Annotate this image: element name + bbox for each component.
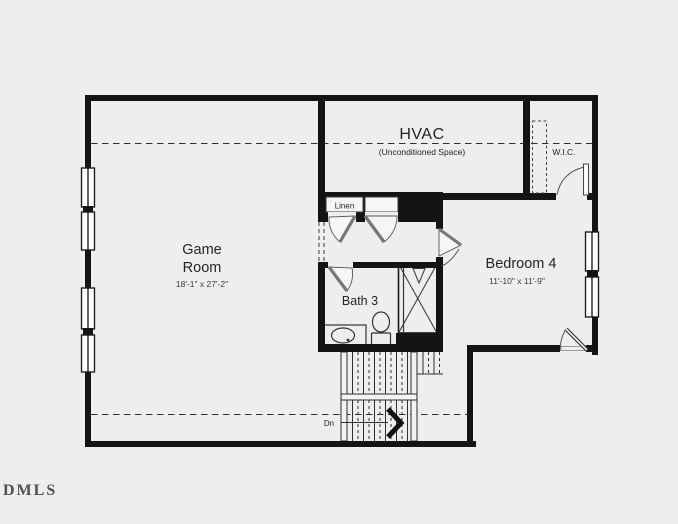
wall-gameroom-east [318, 95, 325, 218]
wic-door [556, 163, 589, 196]
window-left-lower [80, 287, 96, 373]
stair-treads-top-right [417, 352, 443, 375]
game-room-label-line1: Game [182, 242, 222, 258]
bath3-label: Bath 3 [342, 294, 378, 308]
game-room-dimensions: 18'-1" x 27'-2" [176, 279, 228, 289]
wall-bottom [85, 441, 476, 447]
windows [80, 167, 600, 373]
wall-bedroom-west-upper [436, 194, 443, 229]
wall-top [85, 95, 598, 101]
bedroom4-south-door [560, 327, 589, 352]
stair-down-arrow-icon [386, 407, 405, 439]
hvac-note-label: (Unconditioned Space) [379, 147, 466, 157]
sink-faucet-dot [346, 338, 350, 342]
game-room-label-line2: Room [183, 260, 222, 276]
wall-bath-south [318, 344, 443, 352]
wall-wic-west [523, 95, 530, 200]
wic-shelf-dashed [532, 120, 547, 194]
second-closet-door [363, 215, 398, 243]
wall-bedroom-west-lower [436, 257, 443, 352]
doors [327, 163, 589, 352]
window-right-bedroom [584, 231, 600, 318]
wall-wic-south-stub [587, 193, 598, 200]
wall-bedroom-north [436, 193, 556, 200]
window-left-upper [80, 167, 96, 251]
second-closet-box [364, 196, 399, 213]
hvac-label: HVAC [399, 126, 444, 143]
stairs-down-label: Dn [324, 419, 334, 428]
dashed-break-lines [91, 143, 592, 415]
mls-watermark: DMLS [3, 482, 58, 499]
wall-shower-partition [396, 333, 443, 352]
bedroom4-label: Bedroom 4 [486, 256, 557, 272]
wall-bedroom-bottom-left [467, 345, 560, 352]
bedroom4-door [438, 227, 462, 267]
bath3-door [327, 266, 353, 292]
stair-treads-upper [352, 352, 408, 394]
room-labels: HVAC (Unconditioned Space) W.I.C. Linen … [176, 126, 576, 428]
wic-label: W.I.C. [552, 147, 575, 157]
bedroom4-dimensions: 11'-10" x 11'-9" [489, 276, 545, 286]
wall-left [85, 95, 91, 447]
linen-label: Linen [335, 202, 355, 211]
wall-bedroom-bottom-right [586, 345, 598, 352]
wall-bath-north-right [353, 262, 443, 268]
wall-bath-west [318, 262, 325, 352]
wall-stair-right [467, 345, 473, 447]
stair-landing-edge [340, 393, 418, 401]
linen-closet-door [328, 215, 357, 243]
sink-icon [330, 327, 356, 344]
toilet-bowl-icon [371, 311, 391, 333]
wall-right [592, 95, 598, 355]
